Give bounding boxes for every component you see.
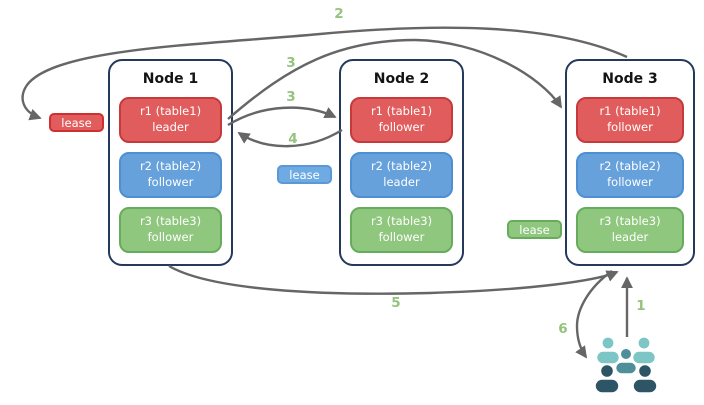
node-3-title: Node 3 — [602, 71, 658, 87]
arrow-step-5 — [168, 264, 619, 295]
replica-role-label: follower — [378, 120, 425, 134]
replica-range-label: r3 (table3) — [139, 214, 202, 229]
replica-range-label: r3 (table3) — [370, 214, 433, 229]
step-label-4: 4 — [288, 131, 298, 147]
node-2: Node 2 r1 (table1) follower r2 (table2) … — [339, 59, 464, 266]
node-2-replica-r2: r2 (table2) leader — [350, 152, 453, 198]
node-2-replica-r1: r1 (table1) follower — [350, 97, 453, 143]
replica-range-label: r1 (table1) — [599, 104, 661, 119]
replica-role-label: follower — [147, 175, 194, 189]
node-3-replica-r1: r1 (table1) follower — [576, 97, 684, 143]
node-3-replica-r2: r2 (table2) follower — [576, 152, 684, 198]
lease-badge-table2: lease — [277, 165, 332, 184]
node-3-replica-r3: r3 (table3) leader — [576, 207, 684, 253]
lease-badge-table3: lease — [507, 220, 562, 239]
node-3: Node 3 r1 (table1) follower r2 (table2) … — [565, 59, 695, 266]
lease-badge-table1: lease — [49, 113, 104, 132]
replica-range-label: r1 (table1) — [139, 104, 202, 119]
node-1-replica-r3: r3 (table3) follower — [119, 207, 222, 253]
step-label-3b: 3 — [286, 89, 296, 105]
step-label-5: 5 — [391, 295, 401, 311]
node-1-replica-r2: r2 (table2) follower — [119, 152, 222, 198]
node-1-title: Node 1 — [142, 71, 199, 87]
step-label-6: 6 — [558, 321, 568, 337]
node-1-replica-r1: r1 (table1) leader — [119, 97, 222, 143]
replica-range-label: r3 (table3) — [599, 214, 661, 229]
replica-role-label: leader — [152, 120, 189, 134]
replica-role-label: leader — [611, 230, 649, 244]
replica-role-label: follower — [378, 230, 425, 244]
replica-role-label: follower — [607, 175, 653, 189]
replica-role-label: leader — [383, 175, 420, 189]
arrow-step-6 — [575, 270, 613, 359]
node-2-replica-r3: r3 (table3) follower — [350, 207, 453, 253]
replica-role-label: follower — [147, 230, 194, 244]
step-label-2: 2 — [334, 6, 344, 22]
step-label-3a: 3 — [286, 55, 296, 71]
replica-role-label: follower — [607, 120, 653, 134]
node-2-title: Node 2 — [373, 71, 430, 87]
node-1: Node 1 r1 (table1) leader r2 (table2) fo… — [108, 59, 233, 266]
replica-range-label: r2 (table2) — [370, 159, 433, 174]
replica-range-label: r1 (table1) — [370, 104, 433, 119]
step-label-1: 1 — [636, 298, 646, 314]
replica-range-label: r2 (table2) — [599, 159, 661, 174]
replica-range-label: r2 (table2) — [139, 159, 202, 174]
arrow-step-3-to-node2 — [227, 106, 337, 127]
users-group-icon — [594, 335, 658, 394]
